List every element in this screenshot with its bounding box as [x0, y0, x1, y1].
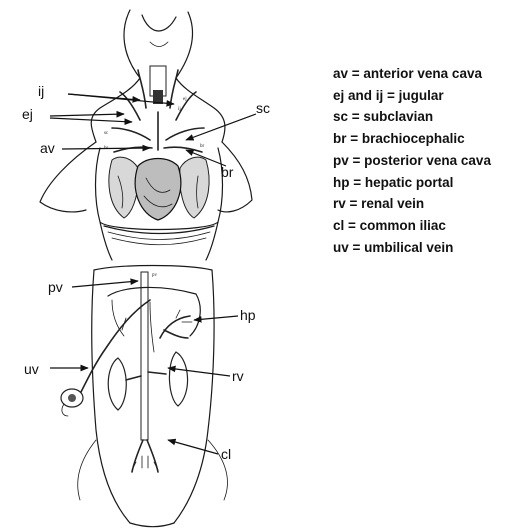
arrow-br	[185, 149, 227, 167]
label-sc: sc	[256, 100, 270, 116]
arrow-pv	[71, 278, 139, 288]
body-outline	[39, 9, 253, 528]
label-uv: uv	[24, 361, 39, 377]
arrow-ej-2	[49, 117, 133, 125]
legend-item-uv: uv = umbilical vein	[333, 239, 454, 255]
legend-item-br: br = brachiocephalic	[333, 131, 465, 147]
legend-item-hp: hp = hepatic portal	[333, 174, 454, 190]
legend: av = anterior vena cava ej and ij = jugu…	[333, 63, 491, 258]
tiny-label-ij: ij	[178, 107, 181, 112]
legend-item-av: av = anterior vena cava	[333, 66, 482, 81]
arrow-sc	[185, 113, 257, 141]
pointer-arrows	[49, 93, 257, 455]
legend-item-sc: sc = subclavian	[333, 109, 434, 125]
tiny-label-pv: pv	[152, 273, 158, 278]
tiny-label-br-right: br	[200, 144, 205, 149]
legend-item-rv: rv = renal vein	[333, 196, 425, 212]
label-pv: pv	[48, 279, 63, 295]
tiny-label-sc: sc	[104, 131, 109, 136]
label-ij: ij	[38, 83, 44, 99]
label-br: br	[221, 164, 234, 180]
label-rv: rv	[232, 368, 244, 384]
legend-item-jugular: ej and ij = jugular	[333, 87, 444, 103]
tiny-label-ej: ej	[183, 97, 187, 102]
abdominal-veins: pv	[60, 271, 201, 473]
label-av: av	[40, 140, 55, 156]
heart-lungs	[108, 156, 210, 221]
arrow-av	[61, 144, 151, 152]
legend-item-pv: pv = posterior vena cava	[333, 152, 491, 168]
arrow-rv	[167, 365, 231, 377]
arrow-cl	[167, 438, 219, 455]
arrow-ij-2	[67, 93, 175, 107]
arrow-ej-1	[49, 110, 125, 118]
legend-item-cl: cl = common iliac	[333, 217, 446, 233]
arrow-hp	[193, 315, 239, 323]
label-cl: cl	[221, 446, 231, 462]
diagram-labels: ij ej av sc br pv hp uv rv cl	[22, 83, 270, 462]
label-hp: hp	[240, 307, 256, 323]
label-ej: ej	[22, 106, 33, 122]
